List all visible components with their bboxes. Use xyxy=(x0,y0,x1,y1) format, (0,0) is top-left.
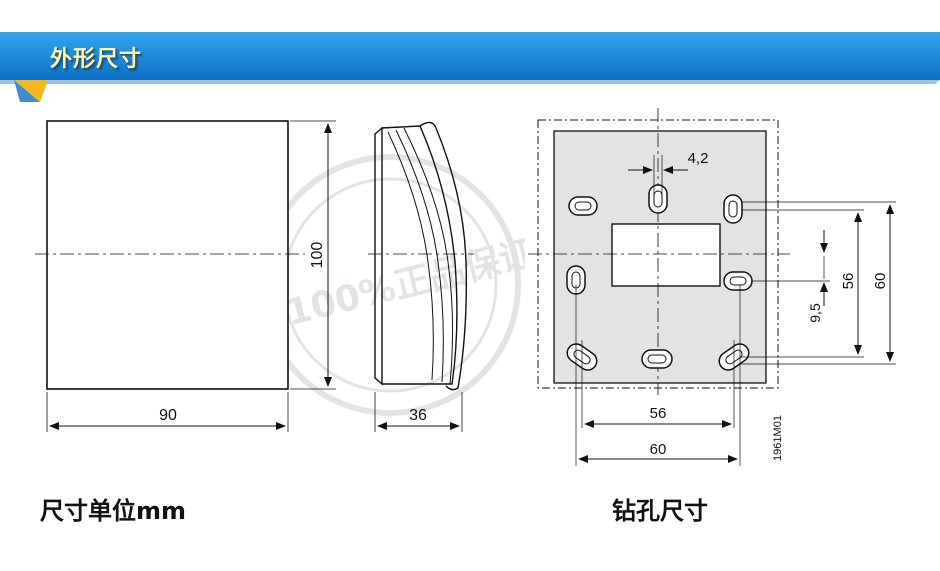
hole-inner-v-label: 56 xyxy=(840,273,857,290)
hole-width-label: 4,2 xyxy=(688,150,709,167)
cable-opening xyxy=(611,223,721,287)
front-view xyxy=(35,120,336,432)
offset-v-label: 9,5 xyxy=(807,303,823,323)
mount-view xyxy=(528,108,896,466)
caption-drilling: 钻孔尺寸 xyxy=(612,497,708,525)
front-width-label: 90 xyxy=(159,407,177,424)
banner-corner-icon xyxy=(14,80,48,102)
side-view xyxy=(368,121,474,432)
hole-inner-h-label: 56 xyxy=(650,405,667,422)
header-banner xyxy=(0,32,940,84)
hole-outer-h-label: 60 xyxy=(650,441,667,458)
page-title: 外形尺寸 xyxy=(50,47,143,72)
drawing-code-label: 1961M01 xyxy=(772,415,784,461)
side-depth-label: 36 xyxy=(409,407,427,424)
front-outline xyxy=(46,120,289,390)
caption-units: 尺寸单位mm xyxy=(40,497,187,525)
front-height-label: 100 xyxy=(309,242,326,269)
watermark-seal: 100%正品保证 xyxy=(259,154,525,416)
hole-outer-v-label: 60 xyxy=(872,273,889,290)
